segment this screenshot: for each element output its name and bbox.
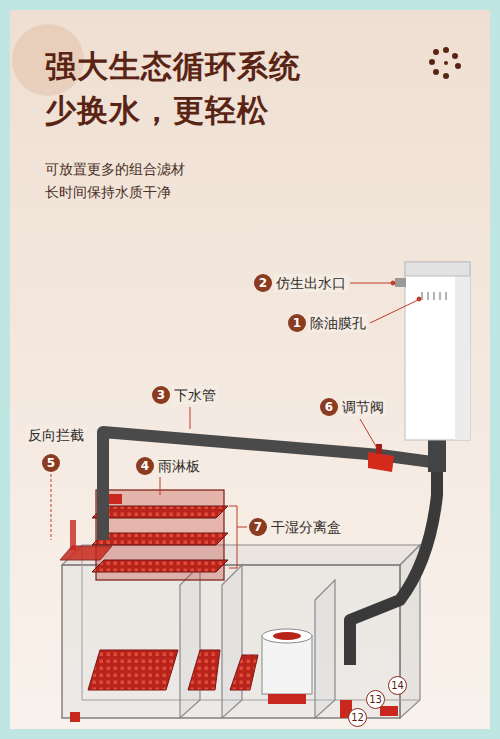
callout-number: 5 bbox=[42, 454, 60, 472]
callout-label: 调节阀 bbox=[340, 398, 386, 416]
callout-number: 1 bbox=[288, 314, 306, 332]
subtitle-text: 可放置更多的组合滤材 长时间保持水质干净 bbox=[45, 158, 195, 204]
callout-number: 2 bbox=[254, 274, 272, 292]
callout-label: 除油膜孔 bbox=[308, 314, 368, 332]
callout-number: 13 bbox=[366, 690, 385, 709]
callout-label: 下水管 bbox=[172, 386, 218, 404]
callout-number: 6 bbox=[320, 398, 338, 416]
callout-number: 3 bbox=[152, 386, 170, 404]
callout-number: 12 bbox=[348, 708, 367, 727]
callout-label: 干湿分离盒 bbox=[269, 518, 343, 536]
callout-label: 反向拦截 bbox=[26, 426, 86, 444]
title-heading: 强大生态循环系统 少换水，更轻松 bbox=[45, 44, 310, 132]
callout-number: 4 bbox=[136, 457, 154, 475]
callout-label: 仿生出水口 bbox=[274, 274, 348, 292]
callout-number: 14 bbox=[388, 676, 407, 695]
callout-number: 7 bbox=[249, 518, 267, 536]
callout-label: 雨淋板 bbox=[156, 457, 202, 475]
